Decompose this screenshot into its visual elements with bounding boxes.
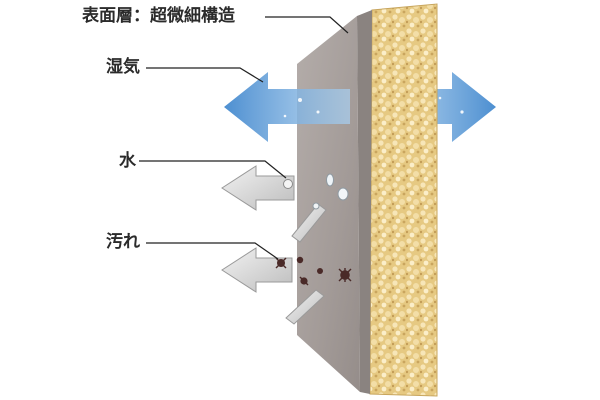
leader-surface (265, 16, 349, 34)
leader-lines (139, 16, 349, 260)
leader-humidity (146, 67, 264, 83)
humidity-label: 湿気 (106, 57, 140, 77)
dirt-bounce-arrow-icon (221, 247, 325, 325)
panel-edge (357, 10, 372, 394)
leader-water (139, 160, 287, 179)
humidity-sparkle-icon (283, 96, 464, 118)
leader-dirt (146, 242, 279, 260)
water-bounce-arrow-icon (221, 165, 327, 243)
humidity-arrow-left (224, 72, 464, 142)
water-label: 水 (119, 151, 136, 171)
dirt-particle-icon (275, 256, 352, 286)
water-droplet-icon (283, 173, 349, 210)
foam-insulation-layer (369, 3, 438, 397)
surface-layer-label: 表面層：超微細構造 (82, 6, 235, 26)
surface-panel (297, 16, 360, 392)
dirt-label: 汚れ (106, 232, 140, 252)
